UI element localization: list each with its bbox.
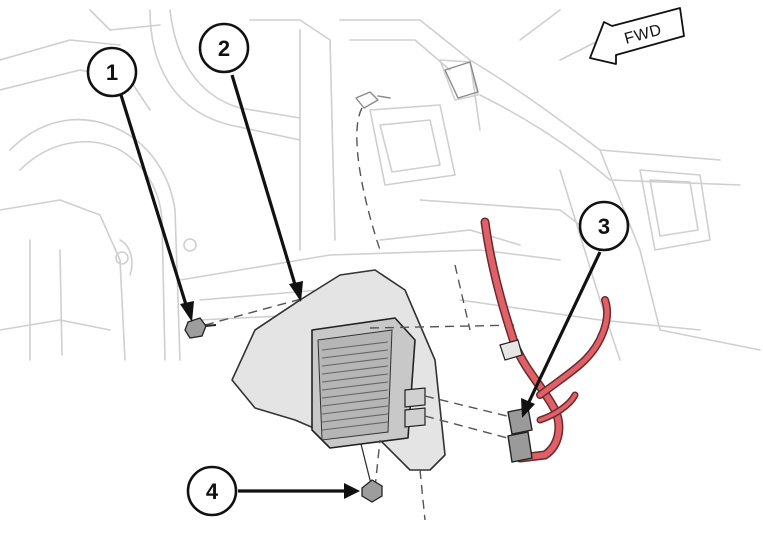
vehicle-body-linework <box>0 9 761 361</box>
callout-number: 4 <box>206 479 219 504</box>
callout-number: 3 <box>598 214 610 239</box>
alignment-lines <box>204 264 521 521</box>
callout-number: 1 <box>106 60 118 85</box>
callout-4: 4 <box>186 465 238 517</box>
callout-leaders <box>119 74 602 499</box>
forward-direction-indicator: FWD <box>589 7 685 65</box>
leader-arrow-2 <box>289 281 303 302</box>
callout-number: 2 <box>218 36 230 61</box>
nut-fastener <box>361 479 383 503</box>
bolt-fastener <box>184 317 217 339</box>
leader-line-2 <box>230 74 298 289</box>
callout-1: 1 <box>86 46 138 98</box>
leader-arrow-1 <box>180 301 194 322</box>
upper-fastener <box>355 91 391 251</box>
electronic-module <box>311 317 426 449</box>
leader-line-1 <box>119 94 189 309</box>
leader-arrow-4 <box>344 483 360 499</box>
module-fins <box>321 341 389 431</box>
callout-3: 3 <box>578 200 630 252</box>
leader-line-3 <box>526 251 602 405</box>
wiring-harness <box>480 217 612 463</box>
leader-arrow-3 <box>521 398 535 418</box>
callout-2: 2 <box>198 22 250 74</box>
